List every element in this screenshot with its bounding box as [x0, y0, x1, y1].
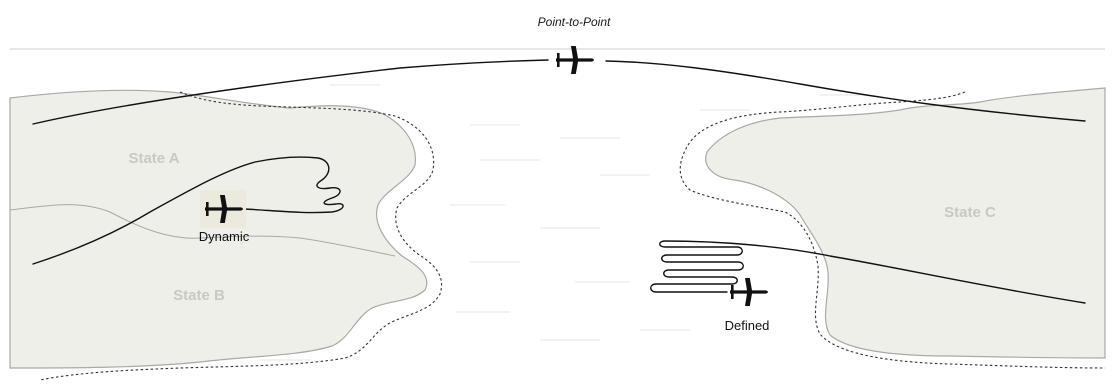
boundary-dashed-west: [39, 91, 442, 381]
aircraft-icon: [205, 195, 243, 223]
water-texture: [260, 84, 870, 361]
state-border-a-b: [9, 204, 396, 257]
defined-flight-path: [650, 240, 1086, 304]
landmass-east: [705, 87, 1106, 359]
region-label-state-a: State A: [128, 150, 179, 167]
boundary-dashed-east: [679, 91, 1106, 369]
operation-label-defined: Defined: [725, 318, 770, 333]
aircraft-icon: [556, 46, 594, 74]
region-label-state-c: State C: [944, 204, 996, 221]
operation-label-dynamic: Dynamic: [199, 229, 250, 244]
region-label-state-b: State B: [173, 287, 225, 304]
point-to-point-flight-path: [32, 59, 1086, 125]
dynamic-flight-path: [32, 156, 344, 265]
diagram-title: Point-to-Point: [538, 15, 611, 29]
aircraft-icon: [730, 278, 768, 306]
